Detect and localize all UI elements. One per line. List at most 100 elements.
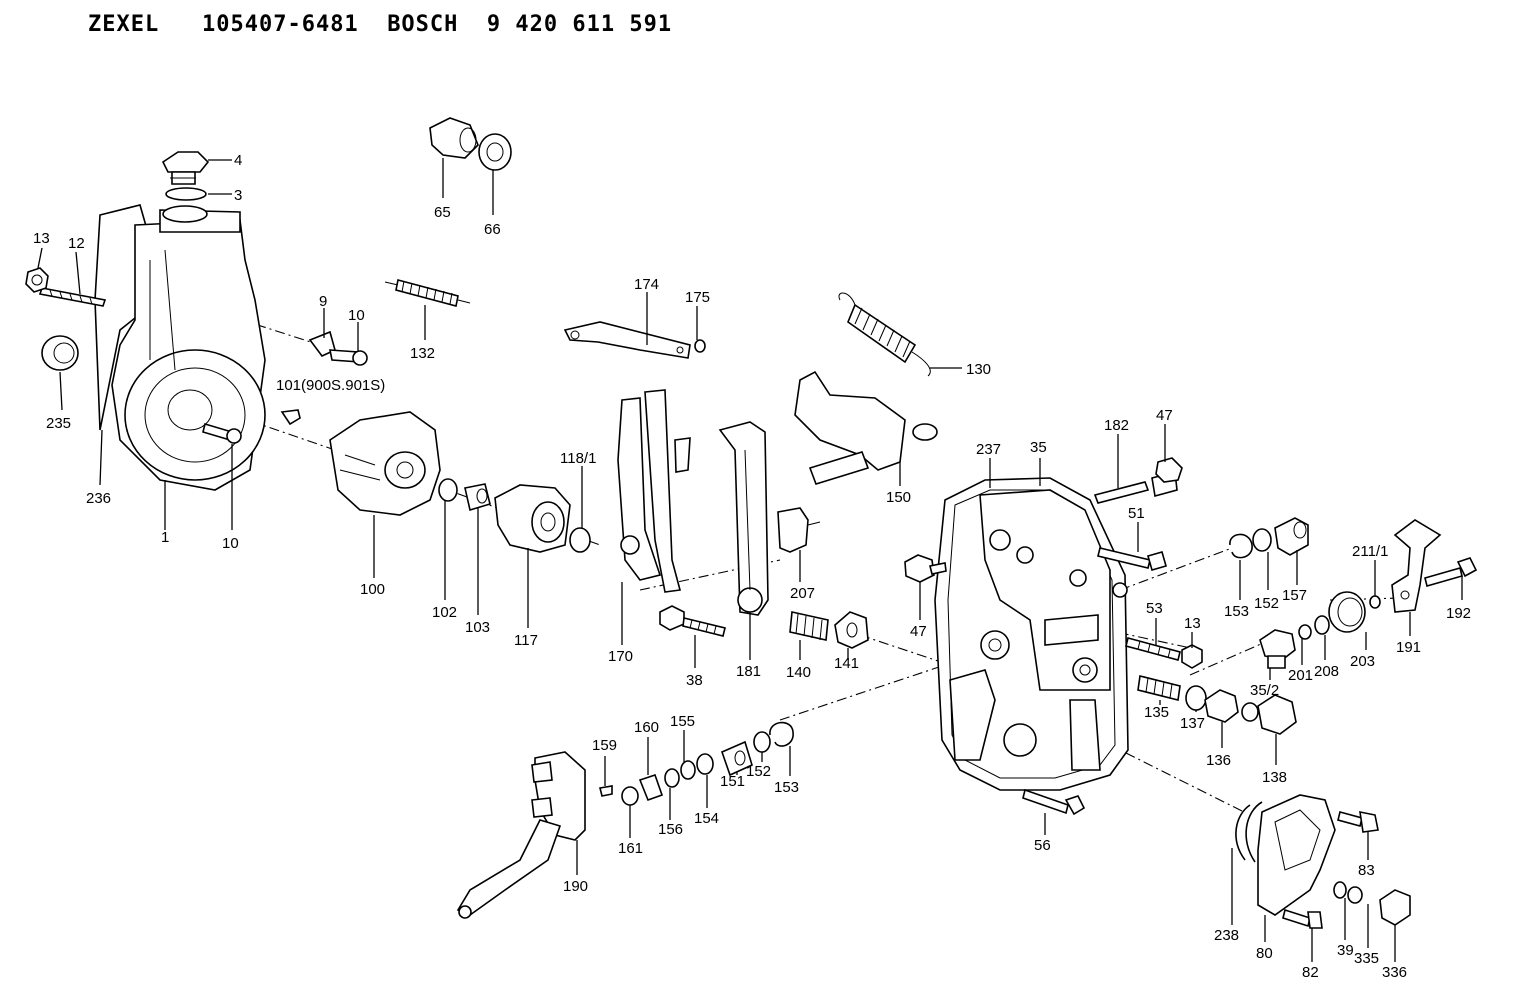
label-153: 153 (1224, 603, 1249, 620)
nut-141 (834, 611, 869, 649)
zexel-part-number: 105407-6481 (201, 12, 359, 37)
bracket-207 (777, 507, 821, 553)
cover-80 (1257, 794, 1336, 916)
label-170: 170 (608, 648, 633, 665)
label-190: 190 (563, 878, 588, 895)
label-35: 35 (1030, 439, 1047, 456)
bushing-103 (464, 483, 491, 512)
cap-nut-138 (1257, 694, 1297, 735)
bolt-10-upper (329, 349, 368, 366)
lever-150 (794, 370, 938, 485)
label-53: 53 (1146, 600, 1163, 617)
o-ring-right (1241, 702, 1259, 722)
bolt-4 (161, 151, 210, 185)
governor-housing (94, 204, 266, 491)
bushing-151 (721, 740, 753, 777)
snap-ring-153-lower (769, 721, 794, 747)
label-117: 117 (514, 632, 538, 649)
label-211-1: 211/1 (1352, 543, 1388, 560)
label-130: 130 (966, 361, 991, 378)
nut-13-right (1181, 644, 1203, 669)
label-56: 56 (1034, 837, 1051, 854)
label-39: 39 (1337, 942, 1354, 959)
plug-336 (1379, 889, 1411, 926)
label-181: 181 (736, 663, 761, 680)
label-335: 335 (1354, 950, 1379, 967)
washer-66 (478, 133, 512, 171)
label-80: 80 (1256, 945, 1273, 962)
washer-3 (165, 187, 207, 201)
label-235: 235 (46, 415, 71, 432)
label-203: 203 (1350, 653, 1375, 670)
bolt-12 (38, 287, 107, 307)
label-51: 51 (1128, 505, 1145, 522)
label-4: 4 (234, 152, 242, 169)
label-156: 156 (658, 821, 683, 838)
label-141: 141 (834, 655, 859, 672)
clip-175 (694, 339, 706, 353)
bolt-38 (659, 605, 726, 637)
label-12: 12 (68, 235, 85, 252)
sleeve-160 (638, 773, 664, 802)
label-238: 238 (1214, 927, 1239, 944)
label-103: 103 (465, 619, 490, 636)
governor-cover-35 (934, 477, 1129, 791)
washer-118-1 (569, 527, 591, 553)
bracket-191 (1391, 519, 1442, 613)
screw-135 (1137, 675, 1181, 701)
flyweight-assembly-100 (329, 411, 441, 516)
label-3: 3 (234, 187, 242, 204)
bolt-82 (1282, 908, 1323, 929)
washer-156 (664, 768, 680, 788)
label-154: 154 (694, 810, 719, 827)
label-152: 152 (746, 763, 771, 780)
bolt-192 (1424, 557, 1478, 587)
label-10: 10 (348, 307, 365, 324)
label-237: 237 (976, 441, 1001, 458)
washer-102 (438, 478, 458, 502)
label-47: 47 (1156, 407, 1173, 424)
label-135: 135 (1144, 704, 1169, 721)
spring-132 (384, 279, 471, 307)
label-159: 159 (592, 737, 617, 754)
label-101: 101(900S.901S) (276, 377, 385, 394)
label-182: 182 (1104, 417, 1129, 434)
o-ring-152-upper (1252, 528, 1272, 552)
label-83: 83 (1358, 862, 1375, 879)
fitting-35-2 (1259, 629, 1296, 669)
label-35-2: 35/2 (1250, 682, 1279, 699)
bolt-53 (1125, 637, 1181, 661)
clip-235 (41, 335, 79, 371)
brand-bosch: BOSCH (387, 12, 459, 37)
label-137: 137 (1180, 715, 1205, 732)
label-140: 140 (786, 664, 811, 681)
label-175: 175 (685, 289, 710, 306)
washer-137 (1185, 685, 1207, 711)
bolt-47-upper (1151, 457, 1183, 498)
label-152: 152 (1254, 595, 1279, 612)
label-13: 13 (1184, 615, 1201, 632)
tension-lever-170 (617, 389, 691, 593)
lever-174 (563, 321, 691, 359)
label-208: 208 (1314, 663, 1339, 680)
label-100: 100 (360, 581, 385, 598)
label-118-1: 118/1 (560, 450, 596, 467)
label-10: 10 (222, 535, 239, 552)
o-ring-152-lower (753, 731, 771, 753)
key-159 (599, 785, 613, 797)
label-207: 207 (790, 585, 815, 602)
plug-157 (1274, 517, 1309, 556)
bolt-47-lower (904, 554, 947, 583)
label-153: 153 (774, 779, 799, 796)
label-201: 201 (1288, 667, 1313, 684)
label-102: 102 (432, 604, 457, 621)
part-labels: 4 3 13 12 235 236 1 10 9 10 101(900S.901… (33, 152, 1471, 981)
label-155: 155 (670, 713, 695, 730)
label-66: 66 (484, 221, 501, 238)
label-336: 336 (1382, 964, 1407, 981)
diagram-title: ZEXEL 105407-6481 BOSCH 9 420 611 591 (88, 12, 672, 37)
washer-39 (1333, 881, 1347, 899)
label-47: 47 (910, 623, 927, 640)
label-192: 192 (1446, 605, 1471, 622)
